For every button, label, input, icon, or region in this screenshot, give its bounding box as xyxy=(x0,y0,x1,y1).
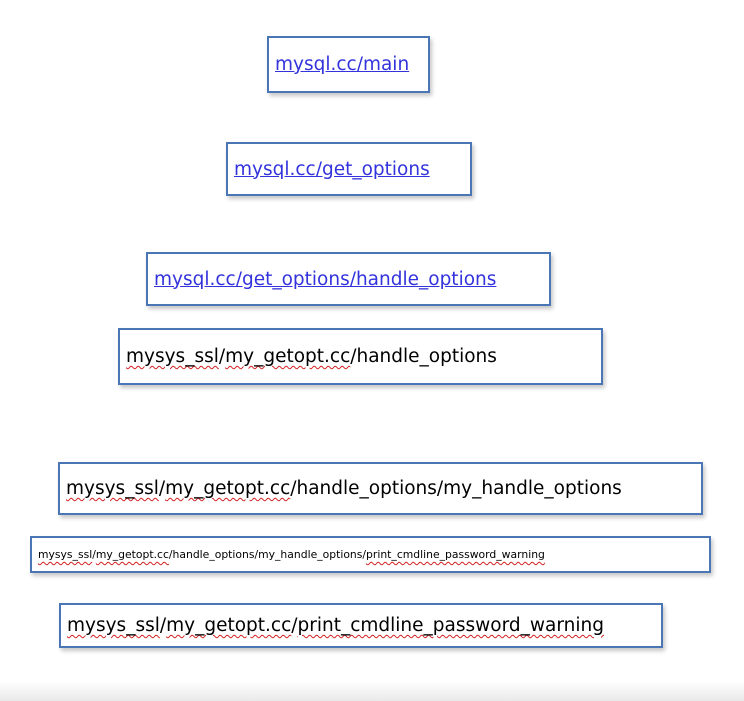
node-label-part: my_getopt.cc xyxy=(165,478,291,499)
node-label-part: mysys_ssl xyxy=(67,615,160,636)
node-label-part: my_getopt.cc xyxy=(225,346,351,367)
node-label-part: print_cmdline_password_warning xyxy=(297,615,604,636)
node-label-part: my_getopt.cc xyxy=(166,615,292,636)
node-label-part[interactable]: mysql.cc/main xyxy=(275,54,410,75)
node-label-part: mysys_ssl xyxy=(38,548,93,561)
node-label-part: / xyxy=(291,615,298,636)
page-bottom-shadow xyxy=(0,681,744,701)
node-label-part: /handle_options xyxy=(350,346,497,367)
call-node-my-handle-options: mysys_ssl/my_getopt.cc/handle_options/my… xyxy=(58,462,703,515)
node-label-part: my_getopt.cc xyxy=(95,548,169,561)
call-node-handle-options: mysql.cc/get_options/handle_options xyxy=(146,252,551,306)
call-node-nested-print-warning: mysys_ssl/my_getopt.cc/handle_options/my… xyxy=(30,536,711,573)
node-label-part: / xyxy=(159,615,167,636)
node-label-part: /handle_options/my_handle_options xyxy=(290,478,622,499)
call-node-print-warning: mysys_ssl/my_getopt.cc/print_cmdline_pas… xyxy=(59,603,663,648)
node-label-part[interactable]: mysql.cc/get_options xyxy=(234,158,430,180)
node-label-part: / xyxy=(218,346,226,367)
node-label-part[interactable]: mysql.cc/get_options/handle_options xyxy=(154,268,497,290)
node-label-part: / xyxy=(92,548,96,561)
call-node-main: mysql.cc/main xyxy=(267,36,430,93)
call-node-get-options: mysql.cc/get_options xyxy=(226,142,472,196)
node-label-part: print_cmdline_password_warning xyxy=(366,548,545,561)
call-node-getopt-handle-options: mysys_ssl/my_getopt.cc/handle_options xyxy=(118,328,603,385)
node-label-part: / xyxy=(158,478,166,499)
node-label-part: mysys_ssl xyxy=(126,346,219,367)
node-label-part: /handle_options/my_handle_options/ xyxy=(168,548,367,561)
node-label-part: mysys_ssl xyxy=(66,478,159,499)
